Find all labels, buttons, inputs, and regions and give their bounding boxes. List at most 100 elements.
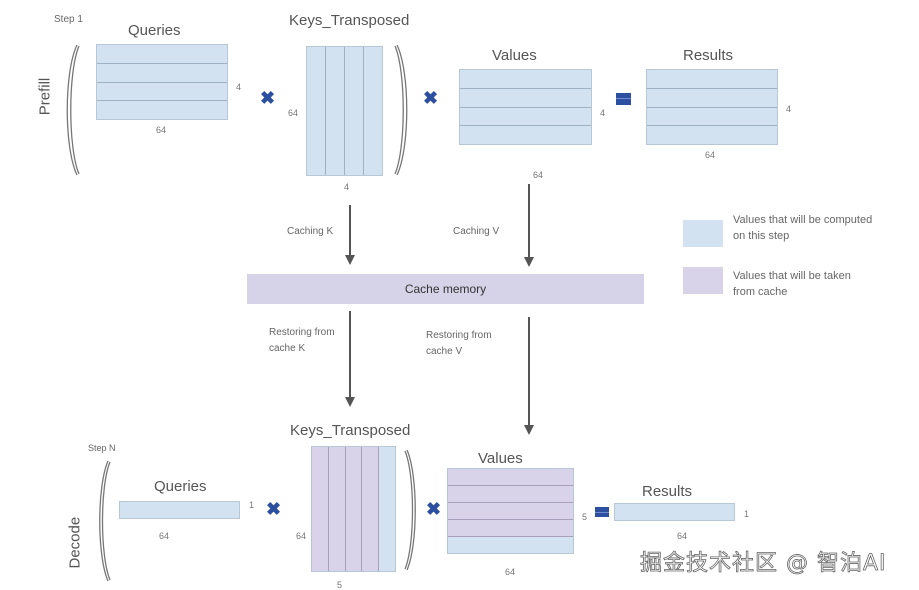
restoring-v-arrow (528, 317, 530, 427)
prefill-results-matrix (646, 69, 778, 145)
decode-right-bracket-icon (404, 449, 416, 571)
restoring-v-line-1: Restoring from (426, 330, 492, 341)
decode-queries-rows-dim: 1 (249, 500, 255, 510)
matrix-col-computed (307, 47, 325, 175)
matrix-row-computed (460, 87, 591, 107)
step-1-label: Step 1 (54, 14, 83, 25)
matrix-row-computed (647, 70, 777, 88)
matrix-row-computed (97, 62, 227, 82)
caching-v-label: Caching V (453, 226, 500, 237)
matrix-row-computed (460, 106, 591, 126)
matrix-row-computed (460, 70, 591, 88)
equals-icon (616, 93, 631, 105)
restoring-v-line-2: cache V (426, 346, 463, 357)
watermark-text: 掘金技术社区 @ 智泊AI (640, 551, 887, 577)
matrix-row-computed (460, 125, 591, 144)
prefill-values-cols-dim: 64 (533, 170, 544, 180)
decode-results-cols-dim: 64 (677, 531, 688, 541)
matrix-row-computed (647, 106, 777, 126)
prefill-values-title: Values (492, 47, 537, 64)
prefill-values-rows-dim: 4 (600, 108, 606, 118)
legend-label-computed: Values that will be computed on this ste… (733, 212, 872, 244)
decode-results-title: Results (642, 483, 693, 500)
legend-line: Values that will be computed (733, 214, 873, 226)
prefill-results-rows-dim: 4 (786, 104, 792, 114)
decode-values-title: Values (478, 450, 523, 467)
legend-label-cached: Values that will be taken from cache (733, 268, 851, 300)
caching-v-arrow (528, 184, 530, 259)
arrow-down-icon (345, 397, 355, 407)
decode-queries-title: Queries (154, 478, 207, 495)
equals-icon (595, 507, 609, 517)
arrow-down-icon (345, 255, 355, 265)
prefill-queries-cols-dim: 64 (156, 125, 167, 135)
decode-keys-cols-dim: 5 (337, 580, 343, 590)
prefill-queries-matrix (96, 44, 228, 120)
caching-k-arrow (349, 205, 351, 257)
restoring-k-label: Restoring from cache K (269, 325, 335, 357)
legend-swatch-computed (683, 220, 723, 247)
decode-results-rows-dim: 1 (744, 509, 750, 519)
prefill-results-title: Results (683, 47, 734, 64)
restoring-k-arrow (349, 311, 351, 399)
decode-left-bracket-icon (99, 460, 111, 582)
cache-memory-block: Cache memory (247, 274, 644, 304)
legend-line: Values that will be taken (733, 270, 851, 282)
caching-k-label: Caching K (287, 226, 334, 237)
matrix-row-computed (97, 45, 227, 63)
matrix-col-computed (325, 47, 344, 175)
cache-memory-label: Cache memory (404, 282, 487, 296)
prefill-keys-matrix (306, 46, 383, 176)
decode-keys-title: Keys_Transposed (290, 422, 411, 439)
decode-queries-cols-dim: 64 (159, 531, 170, 541)
prefill-queries-rows-dim: 4 (236, 82, 242, 92)
prefill-values-matrix (459, 69, 592, 145)
arrow-down-icon (524, 257, 534, 267)
matrix-col-cached (327, 447, 345, 571)
matrix-row-cached (448, 519, 573, 536)
restoring-v-label: Restoring from cache V (426, 328, 492, 360)
decode-keys-matrix (311, 446, 396, 572)
matrix-col-cached (312, 447, 328, 571)
matrix-row-computed (97, 81, 227, 101)
matrix-col-computed (344, 47, 363, 175)
multiply-icon: ✖ (260, 88, 276, 108)
decode-queries-matrix (119, 501, 240, 519)
prefill-right-bracket-icon (394, 44, 408, 176)
decode-results-matrix (614, 503, 735, 521)
prefill-keys-rows-dim: 64 (288, 108, 299, 118)
restoring-k-line-2: cache K (269, 343, 306, 354)
step-n-label: Step N (88, 443, 116, 453)
matrix-row-cached (448, 502, 573, 519)
matrix-row-cached (448, 485, 573, 502)
matrix-row-cached (448, 469, 573, 485)
arrow-down-icon (524, 425, 534, 435)
restoring-k-line-1: Restoring from (269, 327, 335, 338)
matrix-row-computed (615, 504, 734, 520)
legend-swatch-cached (683, 267, 723, 294)
matrix-col-computed (363, 47, 382, 175)
multiply-icon: ✖ (423, 88, 439, 108)
matrix-row-computed (647, 125, 777, 144)
decode-values-matrix (447, 468, 574, 554)
multiply-icon: ✖ (426, 499, 442, 519)
matrix-col-computed (378, 447, 395, 571)
prefill-left-bracket-icon (66, 44, 80, 176)
decode-keys-rows-dim: 64 (296, 531, 307, 541)
prefill-keys-title: Keys_Transposed (289, 12, 410, 29)
prefill-keys-cols-dim: 4 (344, 182, 350, 192)
prefill-results-cols-dim: 64 (705, 150, 716, 160)
matrix-row-computed (97, 100, 227, 119)
matrix-row-computed (647, 87, 777, 107)
decode-stage-label: Decode (66, 516, 84, 569)
matrix-row-computed (448, 536, 573, 553)
multiply-icon: ✖ (266, 499, 282, 519)
decode-values-cols-dim: 64 (505, 567, 516, 577)
matrix-row-computed (120, 502, 239, 518)
matrix-col-cached (344, 447, 362, 571)
matrix-col-cached (361, 447, 379, 571)
decode-values-rows-dim: 5 (582, 512, 588, 522)
prefill-stage-label: Prefill (36, 77, 54, 116)
legend-line: from cache (733, 286, 788, 298)
prefill-queries-title: Queries (128, 22, 181, 39)
